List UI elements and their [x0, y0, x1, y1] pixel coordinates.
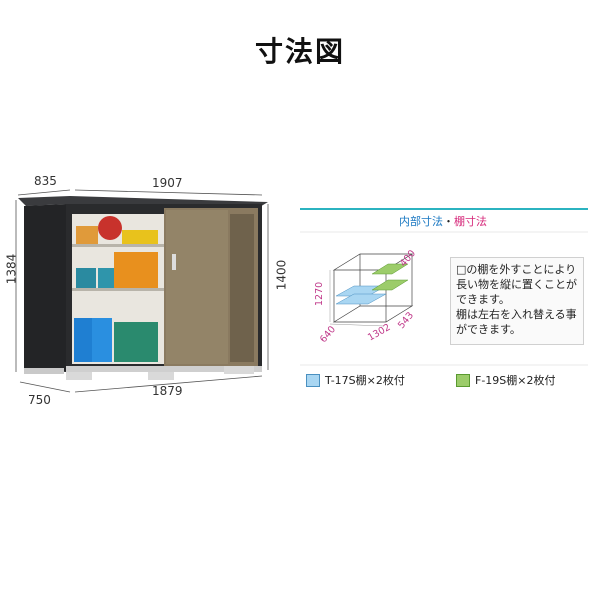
- shed-base: [66, 366, 262, 372]
- shelf-top: [72, 244, 164, 247]
- door-vent: [230, 214, 254, 362]
- shed-foot-right: [224, 366, 254, 374]
- interior-wireframe: [329, 253, 414, 327]
- dim-top-width: 1907: [152, 176, 183, 190]
- legend-swatch-green: [456, 373, 470, 387]
- item-toolbox: [114, 322, 158, 362]
- item-crate-orange: [114, 252, 158, 288]
- note-line: ができます。: [456, 323, 521, 336]
- dim-top-depth: 835: [34, 174, 57, 188]
- legend-item-f19s: F-19S棚×2枚付: [456, 372, 556, 388]
- note-line: 長い物を縦に置くことが: [456, 278, 577, 291]
- note-line: □の棚を外すことにより: [456, 263, 577, 276]
- shed-foot-left: [66, 372, 92, 380]
- legend-label: F-19S棚×2枚付: [475, 374, 556, 387]
- heading-separator: ・: [443, 215, 454, 228]
- item-hose-reel: [98, 216, 122, 240]
- item-box-teal-1: [76, 268, 96, 288]
- page-title: 寸法図: [254, 35, 345, 68]
- dim-bottom-width: 1879: [152, 384, 183, 398]
- dimension-lines: [15, 189, 269, 393]
- item-jerrycan-2: [92, 318, 112, 362]
- wire-dim-height: 1270: [314, 281, 325, 306]
- legend-label: T-17S棚×2枚付: [325, 374, 405, 387]
- heading-internal: 内部寸法: [399, 215, 443, 228]
- legend-item-t17s: T-17S棚×2枚付: [306, 372, 405, 388]
- shed-illustration: [15, 189, 269, 393]
- shed-side: [24, 204, 66, 372]
- dim-bottom-depth: 750: [28, 393, 51, 407]
- item-bin-yellow: [122, 230, 158, 244]
- shelf-green-top: [371, 263, 409, 275]
- door-handle: [172, 254, 176, 270]
- note-line: できます。: [456, 293, 510, 306]
- item-box-orange: [76, 226, 98, 244]
- heading-shelf: 棚寸法: [454, 215, 487, 228]
- note-box: □の棚を外すことにより 長い物を縦に置くことが できます。 棚は左右を入れ替える…: [450, 257, 584, 345]
- shelf-blue-bottom: [335, 293, 387, 305]
- legend-swatch-blue: [306, 373, 320, 387]
- shelf-mid: [72, 288, 164, 291]
- shelf-green-bottom: [371, 279, 409, 291]
- note-line: 棚は左右を入れ替える事: [456, 308, 577, 321]
- panel-decor: [300, 208, 588, 366]
- shed-foot-mid: [148, 372, 174, 380]
- panel-heading: 内部寸法・棚寸法: [298, 213, 588, 229]
- item-jerrycan-1: [74, 318, 92, 362]
- item-box-teal-2: [98, 268, 114, 288]
